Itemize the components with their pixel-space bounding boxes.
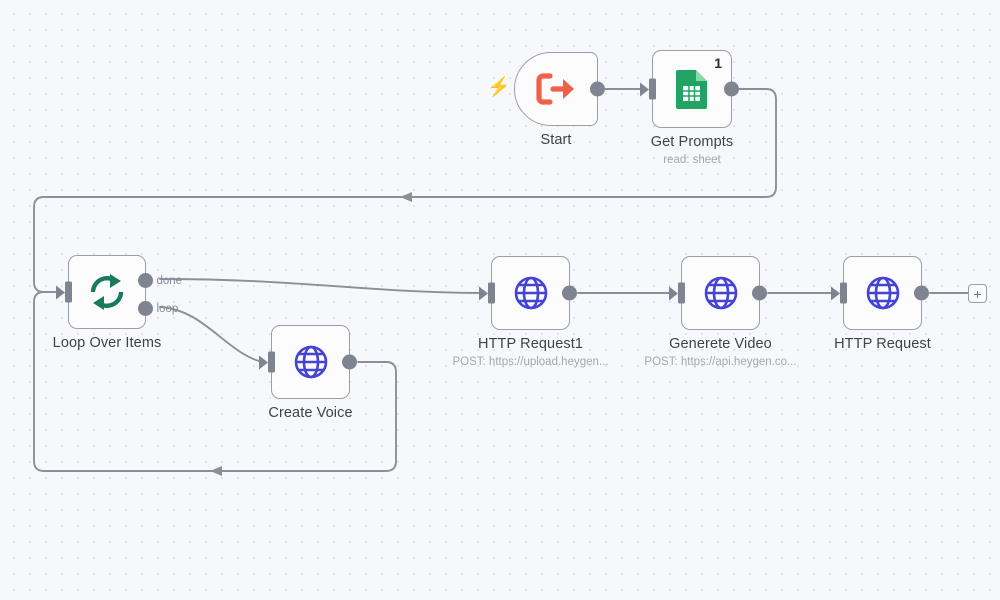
port-out-loop-loop[interactable]: loop bbox=[137, 301, 178, 316]
node-http-request[interactable]: HTTP Request bbox=[834, 256, 931, 352]
node-start[interactable]: Start bbox=[514, 52, 605, 148]
port-out-http-request-1[interactable] bbox=[561, 285, 577, 301]
node-label-loop-over-items: Loop Over Items bbox=[52, 335, 162, 351]
port-in-create-voice[interactable] bbox=[268, 351, 275, 373]
port-out-http-request[interactable] bbox=[913, 285, 929, 301]
node-label-http-request: HTTP Request bbox=[834, 336, 931, 352]
plus-icon: + bbox=[973, 285, 982, 302]
node-label-start: Start bbox=[540, 132, 572, 148]
globe-icon bbox=[704, 276, 737, 310]
node-loop-over-items[interactable]: done loop Loop Over Items bbox=[53, 255, 182, 351]
port-in-http-request[interactable] bbox=[840, 282, 847, 304]
port-label-loop: loop bbox=[156, 302, 179, 315]
node-label-http-request-1: HTTP Request1 bbox=[478, 336, 583, 352]
port-in-get-prompts[interactable] bbox=[649, 78, 656, 100]
edge-loop-done-to-http-request-1 bbox=[159, 278, 482, 294]
port-out-generete-video[interactable] bbox=[751, 285, 767, 301]
port-out-get-prompts[interactable] bbox=[723, 81, 739, 97]
node-subtitle-http-request-1: POST: https://upload.heygen... bbox=[452, 356, 609, 368]
add-node-button[interactable]: + bbox=[968, 284, 987, 303]
node-subtitle-generete-video: POST: https://api.heygen.co... bbox=[644, 356, 797, 368]
exit-arrow-icon bbox=[536, 73, 574, 105]
lightning-bolt-icon: ⚡ bbox=[487, 77, 511, 98]
globe-icon bbox=[294, 345, 327, 379]
node-badge-get-prompts: 1 bbox=[714, 55, 722, 71]
node-get-prompts[interactable]: 1 Get Prompts read: sheet bbox=[649, 50, 739, 166]
port-in-generete-video[interactable] bbox=[678, 282, 685, 304]
globe-icon bbox=[514, 276, 547, 310]
node-subtitle-get-prompts: read: sheet bbox=[663, 154, 721, 166]
edge-arrow-return-bottom bbox=[210, 466, 222, 476]
port-out-create-voice[interactable] bbox=[341, 354, 357, 370]
port-label-done: done bbox=[156, 274, 183, 287]
node-create-voice[interactable]: Create Voice bbox=[268, 325, 357, 421]
globe-icon bbox=[866, 276, 899, 310]
port-out-start[interactable] bbox=[589, 81, 605, 97]
node-label-get-prompts: Get Prompts bbox=[650, 134, 734, 150]
node-generete-video[interactable]: Generete Video POST: https://api.heygen.… bbox=[644, 256, 797, 368]
loop-refresh-icon bbox=[90, 274, 124, 310]
edge-loop-loop-to-create-voice bbox=[159, 306, 263, 363]
node-label-generete-video: Generete Video bbox=[669, 336, 772, 352]
node-label-create-voice: Create Voice bbox=[268, 405, 353, 421]
node-http-request-1[interactable]: HTTP Request1 POST: https://upload.heyge… bbox=[453, 256, 609, 368]
port-in-loop-over-items[interactable] bbox=[65, 281, 72, 303]
google-sheets-icon bbox=[676, 70, 707, 109]
port-in-http-request-1[interactable] bbox=[488, 282, 495, 304]
port-out-loop-done[interactable]: done bbox=[137, 273, 182, 288]
edge-arrow-return-top bbox=[400, 192, 412, 202]
